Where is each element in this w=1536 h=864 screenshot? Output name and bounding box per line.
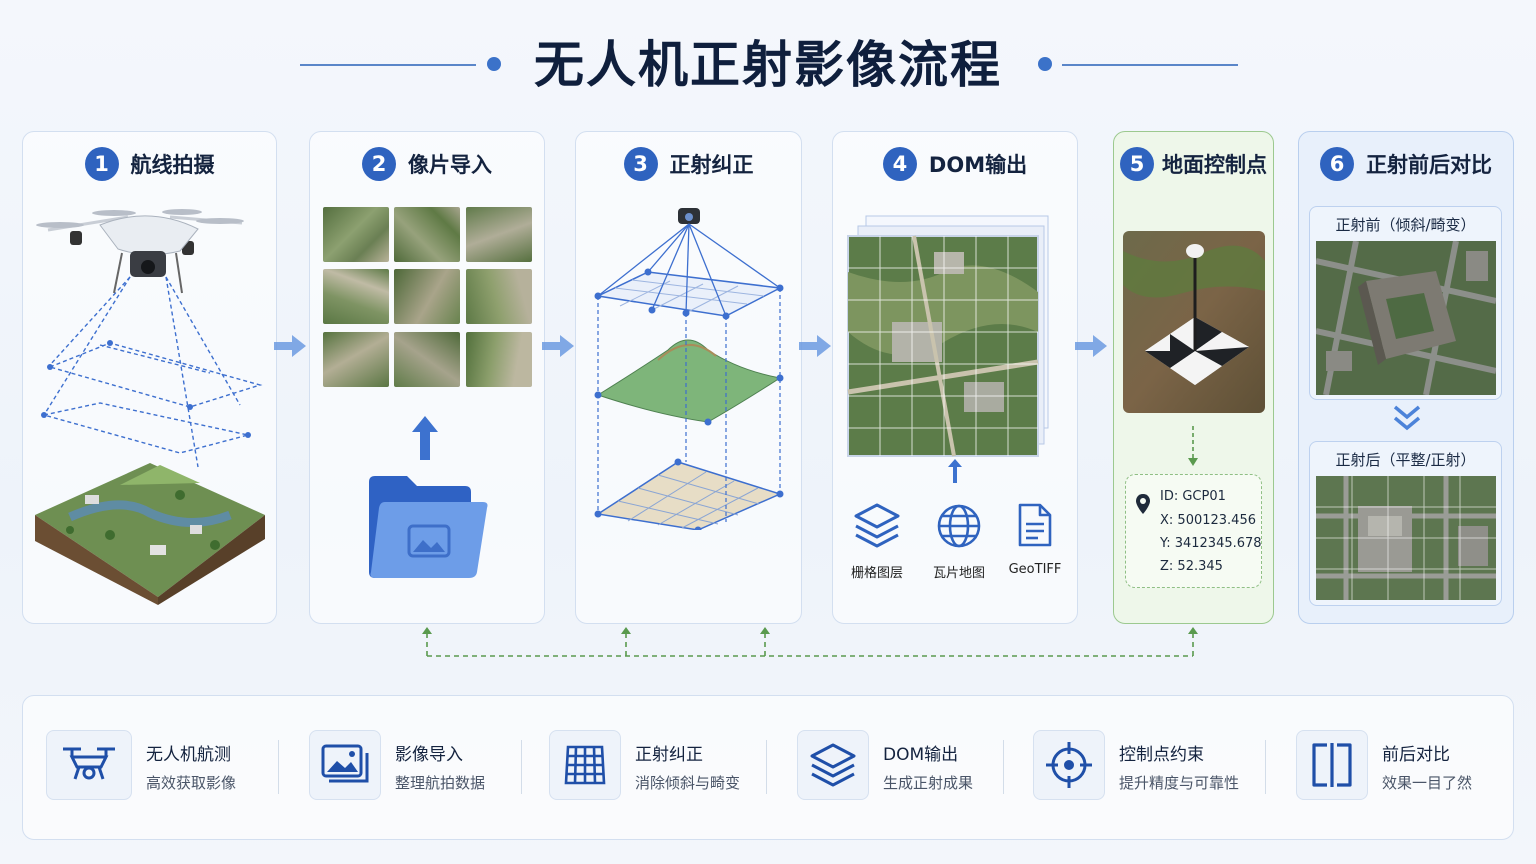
step-title: 航线拍摄 [130,153,215,177]
feature-subtitle: 整理航拍数据 [395,774,486,792]
step-title: 像片导入 [408,153,492,177]
step-header: 1 航线拍摄 [23,146,276,182]
location-pin-icon [1136,494,1150,514]
dom-map-stack [847,215,1049,457]
upload-arrow-icon [412,416,438,460]
feature-subtitle: 效果一目了然 [1382,774,1473,792]
chevrons-down-icon [1393,405,1421,431]
gcp-coordinates-box: ID: GCP01 X: 500123.456 Y: 3412345.678 Z… [1125,474,1262,588]
after-label: 正射后（平整/正射） [1335,451,1476,469]
aerial-thumbnail [466,269,532,324]
compare-icon [1312,743,1352,787]
aerial-thumbnail [466,207,532,262]
flight-illustration [35,209,265,605]
step-number-badge: 2 [362,147,396,181]
before-panel: 正射前（倾斜/畸变） [1309,206,1502,400]
aerial-thumbnail [394,269,460,324]
feature-title: 控制点约束 [1119,745,1204,765]
feature-title: 正射纠正 [635,745,703,765]
header: 无人机正射影像流程 [0,30,1536,100]
ortho-correction-illustration [594,208,784,530]
feature-icon-box [549,730,621,800]
file-icon [1018,503,1052,547]
image-icon [321,744,369,783]
step-number-badge: 6 [1320,147,1354,181]
feature-icon-box [46,730,132,800]
gcp-feedback-connector [422,627,1198,657]
grid-icon [564,745,606,785]
flow-arrow-icon [1075,335,1107,357]
feature-bar [22,695,1514,840]
layers-icon [854,503,900,548]
aerial-thumbnail [323,207,389,262]
aerial-thumbnail [323,332,389,387]
feature-divider [766,740,767,794]
drone-icon [36,209,244,294]
feature-divider [278,740,279,794]
folder-icon [369,476,488,578]
feature-subtitle: 生成正射成果 [883,774,974,792]
step-title: DOM输出 [928,153,1028,177]
globe-icon [937,504,981,548]
feature-title: DOM输出 [883,745,959,765]
flow-arrow-icon [274,335,306,357]
flow-arrow-icon [542,335,574,357]
title-right-dot [1038,57,1052,71]
gcp-y: Y: 3412345.678 [1160,536,1262,551]
flow-arrow-icon [799,335,831,357]
step-title: 正射纠正 [669,153,754,177]
feature-title: 前后对比 [1382,745,1450,765]
gcp-target-photo [1123,231,1265,413]
step-number-badge: 5 [1120,147,1154,181]
step-header: 6 正射前后对比 [1299,146,1513,182]
aerial-thumbnail [394,332,460,387]
title-left-line [300,64,476,66]
title-left-dot [487,57,501,71]
feature-icon-box [1296,730,1368,800]
feature-subtitle: 消除倾斜与畸变 [635,774,741,792]
step-title: 正射前后对比 [1366,153,1492,177]
feature-subtitle: 高效获取影像 [146,774,237,792]
dashed-down-arrow-icon [1188,426,1198,466]
before-label: 正射前（倾斜/畸变） [1335,216,1476,234]
feature-subtitle: 提升精度与可靠性 [1119,774,1240,792]
feature-icon-box [309,730,381,800]
step-header: 2 像片导入 [310,146,544,182]
aerial-thumbnail [466,332,532,387]
feature-divider [1265,740,1266,794]
after-image [1316,476,1496,600]
gcp-x: X: 500123.456 [1160,513,1256,528]
step-number-badge: 3 [623,147,658,181]
output-label-tiles: 瓦片地图 [932,566,985,581]
drone-icon [63,747,115,780]
gcp-z: Z: 52.345 [1160,559,1223,574]
feature-divider [521,740,522,794]
target-icon [1046,742,1092,788]
title-right-line [1062,64,1238,66]
before-image [1316,241,1496,395]
feature-divider [1003,740,1004,794]
layers-icon [810,743,856,787]
step-number-badge: 4 [882,147,917,181]
up-down-arrow-icon [948,459,962,483]
step-header: 5 地面控制点 [1114,146,1273,182]
gcp-id: ID: GCP01 [1160,489,1226,504]
step-number-badge: 1 [84,147,119,181]
output-label-raster: 栅格图层 [850,566,903,581]
feature-title: 影像导入 [395,745,463,765]
step-title: 地面控制点 [1162,153,1267,177]
aerial-thumbnail [323,269,389,324]
page-title: 无人机正射影像流程 [534,36,1002,94]
feature-title: 无人机航测 [146,745,231,765]
output-label-geotiff: GeoTIFF [1008,562,1062,577]
feature-icon-box [797,730,869,800]
after-panel: 正射后（平整/正射） [1309,441,1502,606]
step-header: 3 正射纠正 [576,146,801,182]
aerial-thumbnail [394,207,460,262]
feature-icon-box [1033,730,1105,800]
step-header: 4 DOM输出 [833,146,1077,182]
